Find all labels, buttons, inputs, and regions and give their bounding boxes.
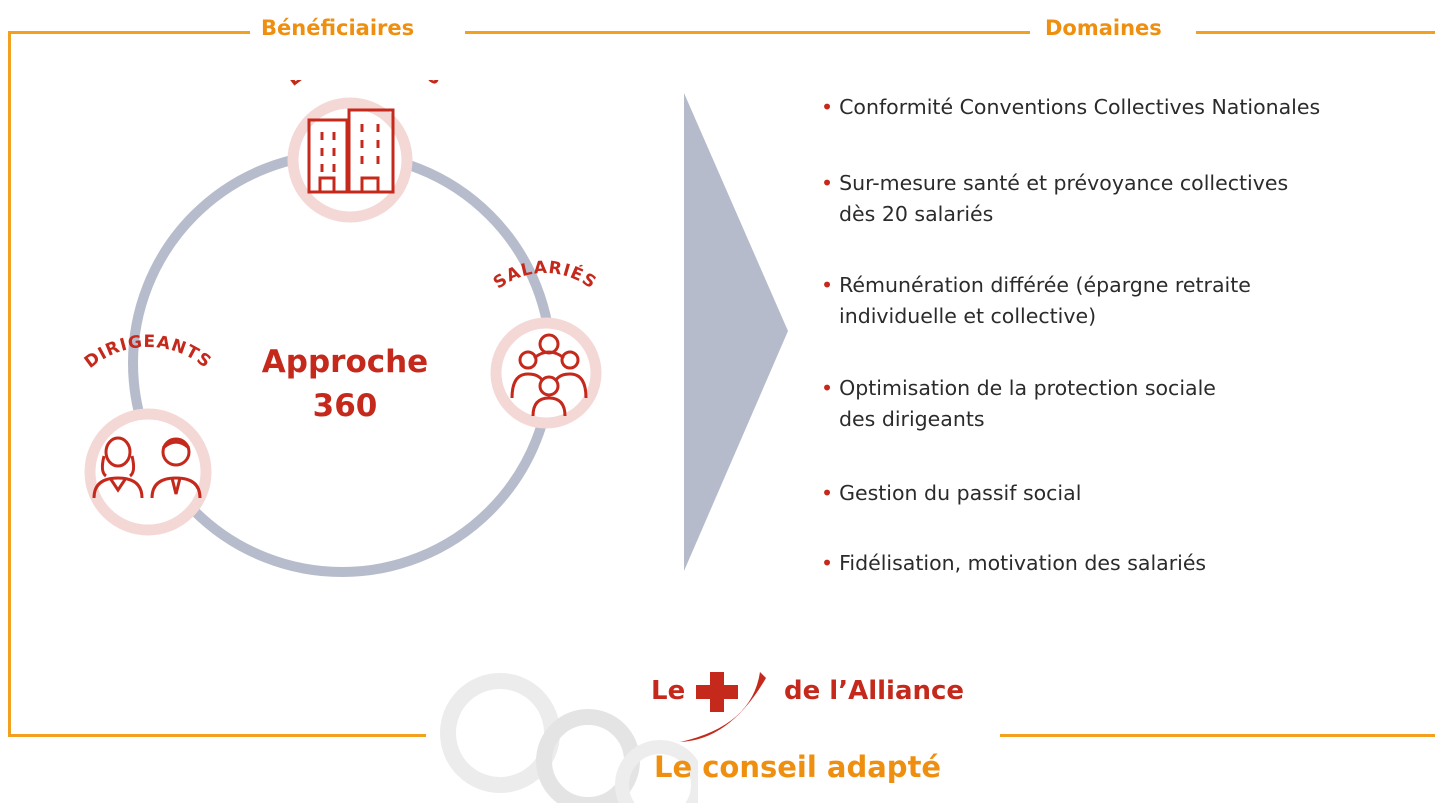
cycle-diagram: ENTREPRISES SALARIÉS: [81, 80, 602, 577]
group-icon: [510, 333, 588, 417]
domain-item-5: •Gestion du passif social: [821, 481, 1082, 505]
domaines-header: Domaines: [1045, 16, 1162, 40]
bullet-icon: •: [821, 481, 834, 505]
plus-icon: [696, 672, 738, 712]
beneficiaires-header: Bénéficiaires: [261, 16, 415, 40]
frame-top-middle: [465, 31, 1030, 34]
bullet-icon: •: [821, 171, 834, 195]
chain-rings-icon: [440, 673, 698, 803]
bullet-icon: •: [821, 551, 834, 575]
domain-item-2: •Sur-mesure santé et prévoyance collecti…: [821, 171, 1289, 226]
plus-prefix: Le: [651, 676, 686, 706]
bullet-icon: •: [821, 376, 834, 400]
node-entreprises: ENTREPRISES: [283, 80, 447, 223]
node-dirigeants: DIRIGEANTS: [81, 332, 215, 536]
swoosh-icon: [680, 672, 766, 742]
business-couple-icon: [92, 436, 202, 499]
frame-bottom-left: [8, 734, 426, 737]
bullet-icon: •: [821, 273, 834, 297]
center-title-line1: Approche: [261, 344, 429, 380]
frame-left-edge: [8, 31, 11, 737]
node-halo-salaries: [490, 317, 602, 429]
center-title: Approche 360: [240, 340, 450, 428]
footer-tagline: Le conseil adapté: [654, 750, 942, 784]
node-halo-dirigeants: [84, 408, 212, 536]
buildings-icon: [307, 108, 395, 194]
domain-item-6: •Fidélisation, motivation des salariés: [821, 551, 1207, 575]
plus-suffix: de l’Alliance: [784, 676, 965, 706]
domain-item-1: •Conformité Conventions Collectives Nati…: [821, 95, 1321, 119]
arrow-chevron-icon: [684, 93, 788, 571]
domain-item-3: •Rémunération différée (épargne retraite…: [821, 273, 1251, 328]
frame-bottom-right: [1000, 734, 1435, 737]
bullet-icon: •: [821, 95, 834, 119]
frame-top-left: [8, 31, 250, 34]
domain-item-4: •Optimisation de la protection sociale d…: [821, 376, 1216, 431]
node-salaries: SALARIÉS: [490, 258, 602, 429]
node-label-entreprises: ENTREPRISES: [283, 80, 447, 91]
node-label-dirigeants: DIRIGEANTS: [81, 332, 215, 373]
center-title-line2: 360: [312, 388, 378, 424]
node-label-salaries: SALARIÉS: [490, 258, 600, 294]
frame-top-right: [1196, 31, 1435, 34]
